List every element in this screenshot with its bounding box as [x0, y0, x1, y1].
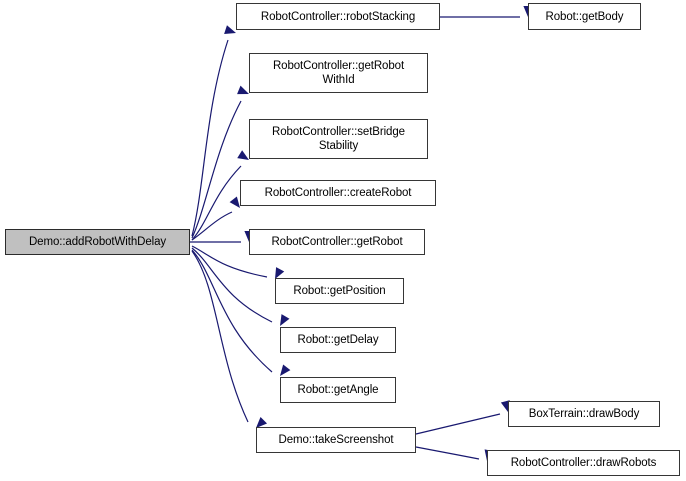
graph-node-getDelay[interactable]: Robot::getDelay	[280, 327, 396, 353]
edge-root-to-getRobotWithId	[191, 85, 249, 239]
graph-node-label: RobotController::getRobot	[271, 236, 403, 248]
graph-node-label: Robot::getDelay	[297, 334, 379, 346]
graph-node-createRobot[interactable]: RobotController::createRobot	[240, 180, 436, 206]
edge-root-to-takeScreenshot	[191, 250, 268, 428]
graph-node-label: Robot::getPosition	[293, 285, 386, 297]
graph-node-takeScreenshot[interactable]: Demo::takeScreenshot	[256, 427, 416, 453]
graph-node-getBody[interactable]: Robot::getBody	[528, 3, 641, 30]
graph-node-getRobot[interactable]: RobotController::getRobot	[249, 229, 425, 255]
graph-node-getPosition[interactable]: Robot::getPosition	[275, 278, 404, 304]
graph-node-label: BoxTerrain::drawBody	[528, 408, 640, 420]
graph-node-robotStacking[interactable]: RobotController::robotStacking	[236, 3, 440, 30]
graph-node-label: Demo::addRobotWithDelay	[28, 236, 167, 248]
graph-node-getRobotWithId[interactable]: RobotController::getRobot WithId	[249, 53, 428, 93]
graph-node-drawBody[interactable]: BoxTerrain::drawBody	[508, 401, 660, 427]
graph-node-label: Robot::getAngle	[297, 384, 379, 396]
graph-node-label: RobotController::getRobot WithId	[272, 60, 405, 86]
graph-node-label: RobotController::createRobot	[264, 187, 412, 199]
edge-root-to-robotStacking	[191, 25, 236, 237]
edge-root-to-getRobot	[190, 231, 254, 243]
graph-node-drawRobots[interactable]: RobotController::drawRobots	[487, 450, 680, 476]
graph-node-setBridgeStability[interactable]: RobotController::setBridge Stability	[249, 119, 428, 159]
graph-node-label: Robot::getBody	[545, 10, 624, 23]
graph-node-label: Demo::takeScreenshot	[278, 434, 394, 446]
edge-root-to-createRobot	[191, 196, 240, 241]
edge-robotStacking-to-getBody	[440, 6, 533, 18]
edge-takeScreenshot-to-drawRobots	[415, 446, 494, 461]
graph-node-label: RobotController::setBridge Stability	[272, 126, 405, 152]
graph-node-label: RobotController::robotStacking	[260, 10, 416, 23]
edge-takeScreenshot-to-drawBody	[415, 400, 510, 435]
graph-node-root[interactable]: Demo::addRobotWithDelay	[5, 229, 190, 255]
graph-node-label: RobotController::drawRobots	[510, 457, 657, 469]
edge-root-to-getAngle	[191, 249, 291, 376]
graph-node-getAngle[interactable]: Robot::getAngle	[280, 377, 396, 403]
